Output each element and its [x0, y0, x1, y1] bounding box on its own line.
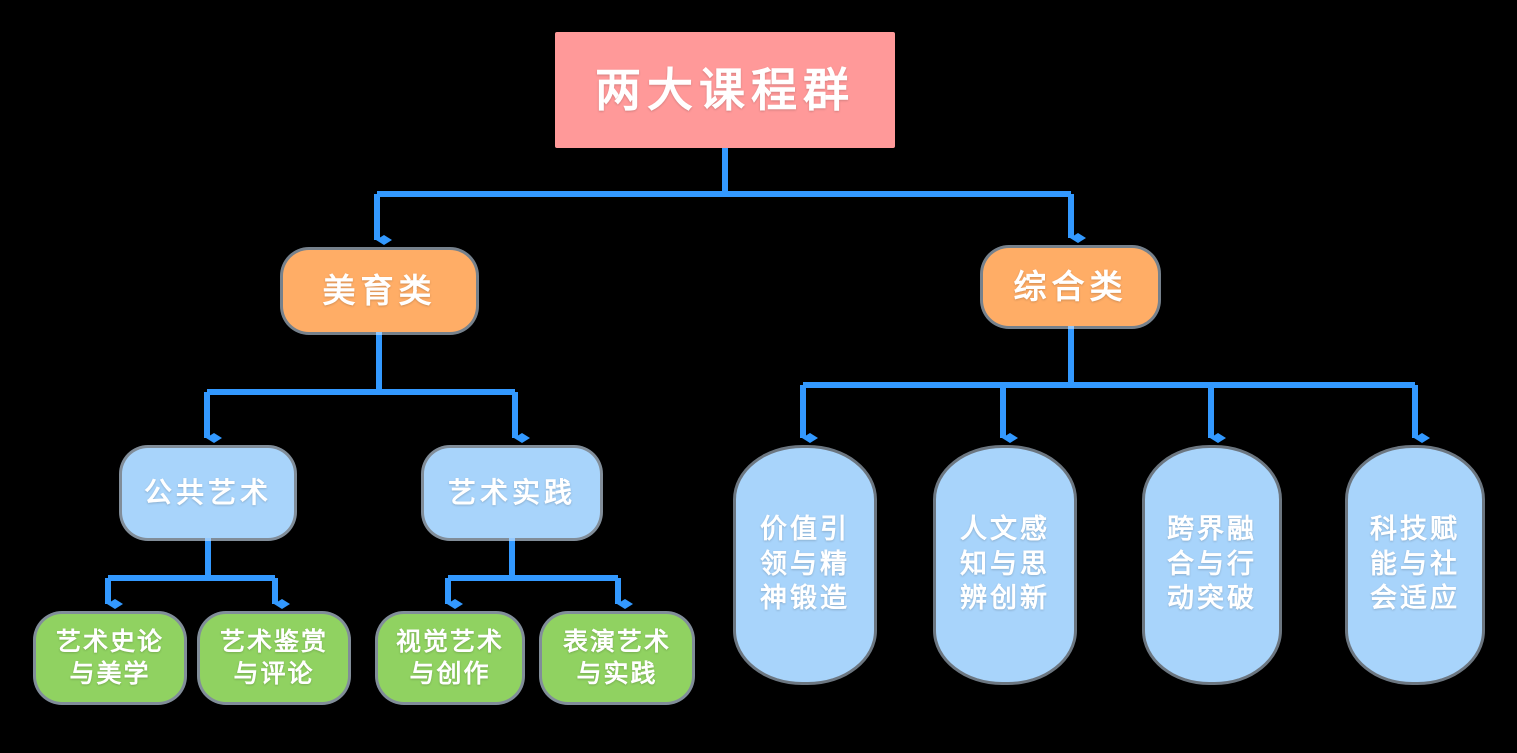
node-sub-public-art[interactable]: 公共艺术 — [122, 448, 294, 538]
node-root[interactable]: 两大课程群 — [555, 32, 895, 148]
node-leaf-visual-art[interactable]: 视觉艺术 与创作 — [378, 614, 522, 702]
node-pillar-tech-empowerment[interactable]: 科技赋 能与社 会适应 — [1348, 448, 1482, 682]
node-category-meiyu[interactable]: 美育类 — [283, 250, 476, 332]
node-sub-art-practice[interactable]: 艺术实践 — [424, 448, 600, 538]
node-leaf-art-appreciation[interactable]: 艺术鉴赏 与评论 — [200, 614, 348, 702]
node-pillar-crossover-integration[interactable]: 跨界融 合与行 动突破 — [1145, 448, 1279, 682]
node-leaf-performing-art[interactable]: 表演艺术 与实践 — [542, 614, 692, 702]
node-category-zonghe[interactable]: 综合类 — [983, 248, 1158, 326]
node-leaf-art-history[interactable]: 艺术史论 与美学 — [36, 614, 184, 702]
node-pillar-value-guidance[interactable]: 价值引 领与精 神锻造 — [736, 448, 874, 682]
node-pillar-humanistic-perception[interactable]: 人文感 知与思 辨创新 — [936, 448, 1074, 682]
